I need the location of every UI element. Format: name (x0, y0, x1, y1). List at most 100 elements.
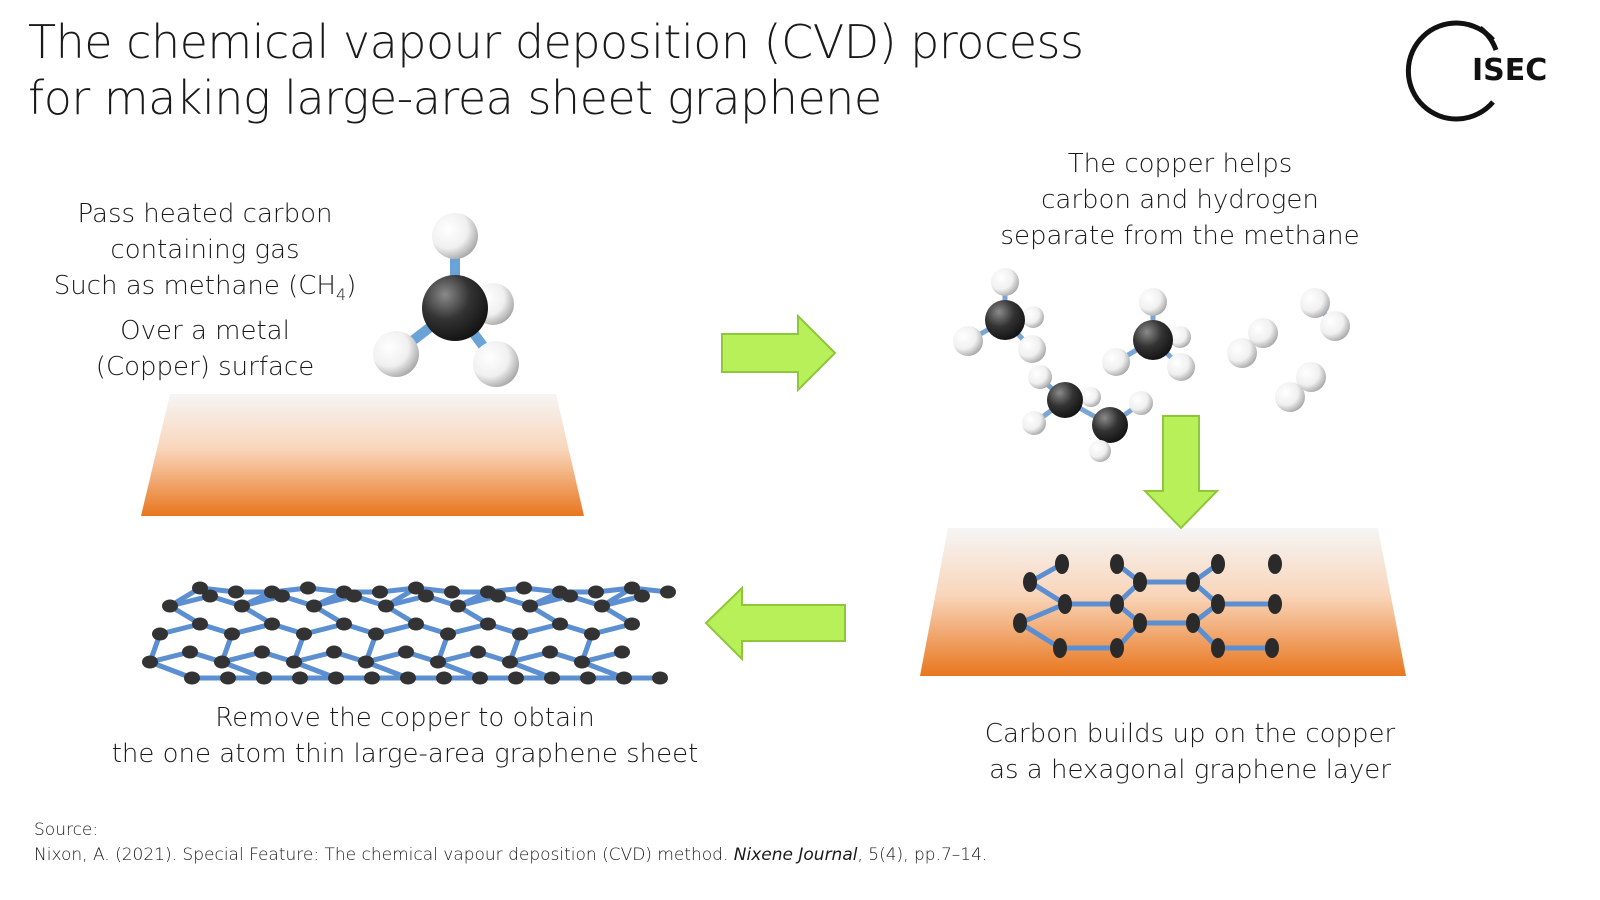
carbon-atom (1110, 638, 1124, 658)
logo-ring-icon (1405, 20, 1495, 122)
hydrogen-atom (373, 331, 419, 377)
carbon-atom (542, 645, 558, 659)
carbon-atom (614, 645, 630, 659)
hydrogen-atom (1169, 326, 1191, 348)
carbon-atom (328, 671, 344, 685)
carbon-atom (562, 589, 578, 603)
carbon-atom (470, 645, 486, 659)
carbon-atom (1047, 382, 1083, 418)
carbon-atom (436, 671, 452, 685)
carbon-atom (512, 627, 528, 641)
carbon-atom (162, 599, 178, 613)
carbon-atom (1092, 407, 1128, 443)
carbon-atom (214, 655, 230, 669)
carbon-atom (364, 671, 380, 685)
carbon-atom (588, 585, 604, 599)
arrow-right-icon (721, 313, 837, 393)
carbon-atom (660, 585, 676, 599)
source-label: Source: (34, 820, 99, 840)
hydrogen-atom (1167, 353, 1195, 381)
carbon-atom (1265, 638, 1279, 658)
carbon-atom (1186, 613, 1200, 633)
carbon-atom (234, 599, 250, 613)
carbon-atom (192, 617, 208, 631)
carbon-atom (1133, 320, 1173, 360)
carbon-atom (326, 645, 342, 659)
carbon-atom (594, 599, 610, 613)
logo-text: ISEC (1472, 53, 1547, 88)
step1-line: Pass heated carbon (77, 199, 333, 229)
carbon-atom (652, 671, 668, 685)
carbon-atom (440, 627, 456, 641)
carbon-atom (444, 585, 460, 599)
hydrogen-atom (1022, 306, 1044, 328)
copper-surface-1 (141, 394, 584, 516)
hydrogen-atom (1300, 288, 1330, 318)
hydrogen-atom (1248, 318, 1278, 348)
title-line-1: The chemical vapour deposition (CVD) pro… (28, 15, 1084, 69)
hydrogen-atom (1022, 411, 1046, 435)
carbon-atom (142, 655, 158, 669)
copper-surface-2 (920, 528, 1406, 676)
step2-caption: The copper helps carbon and hydrogen sep… (970, 146, 1390, 254)
graphene-on-copper (1013, 554, 1282, 658)
carbon-atom (1110, 594, 1124, 614)
carbon-atom (228, 585, 244, 599)
carbon-atom (624, 581, 640, 595)
carbon-atom (1186, 572, 1200, 592)
arrow-left-icon (704, 585, 846, 662)
methane-molecule (373, 213, 519, 387)
step2-line: separate from the methane (1000, 221, 1360, 251)
carbon-atom (398, 645, 414, 659)
hydrogen-atom (1296, 362, 1326, 392)
carbon-atom (254, 645, 270, 659)
carbon-atom (1023, 572, 1037, 592)
carbon-atom (184, 671, 200, 685)
hydrogen-atom (1227, 338, 1257, 368)
hydrogen-atom (1102, 348, 1130, 376)
carbon-atom (400, 671, 416, 685)
carbon-atom (1133, 572, 1147, 592)
carbon-atom (1268, 594, 1282, 614)
title-line-2: for making large-area sheet graphene (28, 71, 882, 125)
step4-line: Remove the copper to obtain (215, 703, 595, 733)
carbon-atom (1013, 613, 1027, 633)
carbon-atom (1268, 554, 1282, 574)
hydrogen-atom (1139, 288, 1167, 316)
citation-text: Nixon, A. (2021). Special Feature: The c… (34, 845, 988, 865)
carbon-atom (408, 617, 424, 631)
carbon-atom (336, 617, 352, 631)
step3-caption: Carbon builds up on the copper as a hexa… (955, 716, 1425, 788)
step3-line: as a hexagonal graphene layer (989, 755, 1391, 785)
arrow-down-icon (1142, 415, 1220, 530)
carbon-atom (450, 599, 466, 613)
page-title: The chemical vapour deposition (CVD) pro… (28, 14, 1084, 126)
hydrogen-atom (953, 326, 983, 356)
step3-line: Carbon builds up on the copper (984, 719, 1396, 749)
step4-line: the one atom thin large-area graphene sh… (111, 739, 699, 769)
carbon-atom (152, 627, 168, 641)
hydrogen-atom (1018, 335, 1046, 363)
carbon-atom (624, 617, 640, 631)
step1-line: Over a metal (120, 316, 290, 347)
carbon-atom (634, 589, 650, 603)
carbon-atom (522, 599, 538, 613)
hydrogen-atom (1320, 311, 1350, 341)
carbon-atom (1211, 638, 1225, 658)
journal-name: Nixene Journal (733, 845, 858, 865)
carbon-atom (224, 627, 240, 641)
carbon-atom (544, 671, 560, 685)
carbon-atom (306, 599, 322, 613)
hydrogen-atom (1089, 440, 1111, 462)
carbon-atom (516, 581, 532, 595)
hydrogen-atom (991, 268, 1019, 296)
carbon-atom (264, 617, 280, 631)
step1-line: (Copper) surface (95, 352, 315, 383)
carbon-atom (580, 671, 596, 685)
hydrogen-atom (1129, 391, 1153, 415)
hydrogen-atom (432, 213, 478, 259)
carbon-atom (1058, 594, 1072, 614)
hydrogen-atom (473, 341, 519, 387)
carbon-atom (1211, 554, 1225, 574)
carbon-atom (616, 671, 632, 685)
